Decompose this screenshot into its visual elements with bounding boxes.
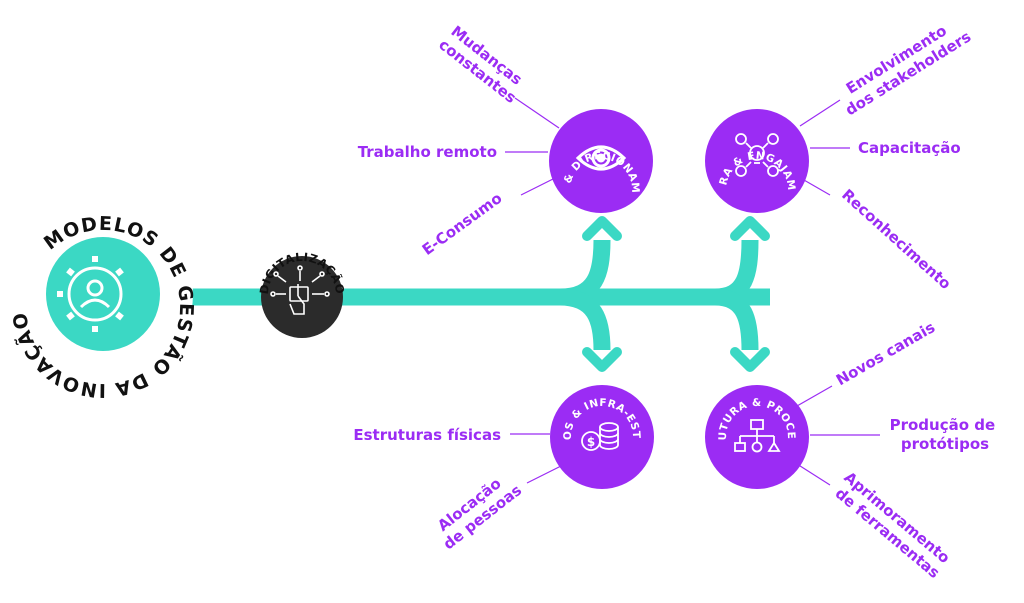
- center-node: DIGITALIZAÇÃO: [257, 250, 347, 338]
- leader-lines: [505, 97, 880, 486]
- leaf-alocacao-pessoas: Alocação de pessoas: [429, 467, 525, 553]
- digital-hand-icon: [270, 265, 330, 315]
- leaf-capacitacao: Capacitação: [858, 139, 961, 157]
- node-label: VISÃO & DIRECIONAMENTO: [0, 0, 641, 194]
- org-chart-icon: [734, 419, 781, 453]
- arrow-down-recursos: [582, 347, 622, 372]
- node-circle: [550, 385, 654, 489]
- leaf-reconhecimento: Reconhecimento: [838, 186, 954, 293]
- lightbulb-people-icon: [735, 133, 779, 177]
- leaf-trabalho-remoto: Trabalho remoto: [358, 143, 497, 161]
- svg-text:$: $: [587, 435, 595, 449]
- node-cultura: CULTURA & ENGAJAMENTO: [0, 0, 809, 213]
- arrow-up-cultura: [730, 216, 770, 241]
- coins-icon: $: [581, 422, 619, 451]
- branch-cultura: [714, 239, 759, 306]
- leaf-aprimoramento-ferramentas: Aprimoramento de ferramentas: [829, 468, 958, 584]
- gear-person-icon: [57, 256, 124, 332]
- arrow-up-visao: [582, 216, 622, 241]
- leaf-mudancas-constantes: Mudanças constantes: [435, 21, 531, 107]
- eye-icon: [575, 145, 627, 171]
- leaf-estruturas-fisicas: Estruturas físicas: [353, 426, 501, 444]
- leaf-novos-canais: Novos canais: [833, 318, 938, 389]
- leaf-producao-prototipos: Produção de protótipos: [890, 416, 1001, 453]
- leaf-e-consumo: E-Consumo: [419, 189, 506, 259]
- hub-circle: [46, 237, 160, 351]
- leaf-envolvimento-stakeholders: Envolvimento dos stakeholders: [833, 12, 975, 119]
- node-circle: [705, 109, 809, 213]
- connector-arrowheads: [582, 216, 770, 372]
- branch-estrutura: [714, 288, 759, 351]
- node-visao: VISÃO & DIRECIONAMENTO: [0, 0, 653, 213]
- node-label: CULTURA & ENGAJAMENTO: [0, 0, 797, 191]
- branch-visao: [559, 239, 611, 306]
- hub: MODELOS DE GESTÃO DA INOVAÇÃO: [9, 204, 196, 401]
- branch-recursos: [559, 288, 611, 351]
- arrow-down-estrutura: [730, 347, 770, 372]
- connector-lines: [125, 239, 770, 351]
